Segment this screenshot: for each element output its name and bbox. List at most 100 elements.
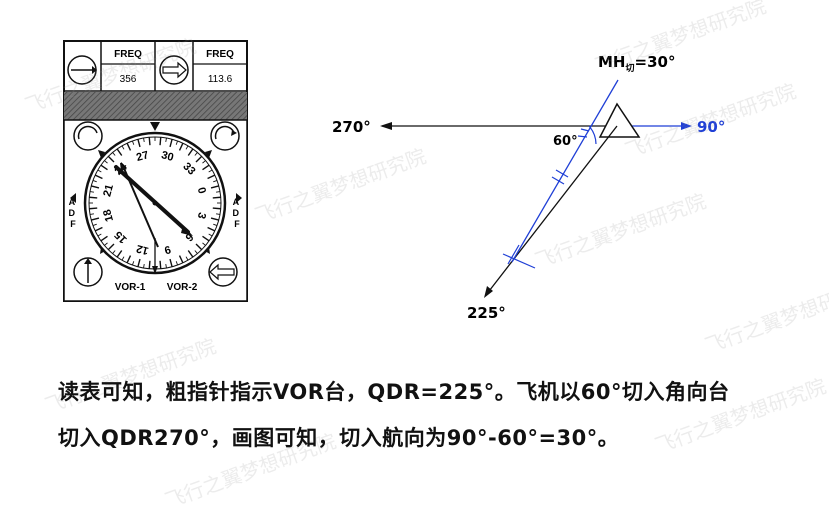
dial-tick [94,174,103,180]
label-mh: MH切=30° [598,53,675,74]
adf-left-label: A D F [68,197,77,229]
dial-tick [92,223,97,226]
dial-number: 12 [135,242,150,257]
bottom-right-knob-icon [208,257,238,287]
dial-tick [132,261,135,266]
vor2-label: VOR-2 [167,282,198,293]
dial-tick [187,250,194,258]
dial-tick [104,160,108,164]
station-triangle [598,102,641,138]
arrow-225-icon [484,286,493,298]
thin-needle [120,163,159,248]
dial-tick [89,196,98,199]
dial-tick [107,155,115,163]
label-225: 225° [467,304,506,322]
dial-tick [116,148,123,156]
dial-tick [165,263,167,269]
mh-value: =30° [635,53,676,71]
dial-tick [195,155,203,163]
freq-label-right: FREQ [206,49,234,60]
dial-number: 21 [101,183,116,198]
figure-canvas: FREQ 356 FREQ 113.6 [63,40,725,322]
dial-tick [97,169,102,173]
dial-tick [178,142,184,151]
explanation-line-1: 读表可知，粗指针指示VOR台，QDR=225°。飞机以60°切入角向台 [58,380,730,404]
dial-tick [210,217,219,221]
left-index-triangle [70,193,76,203]
mh-sub: 切 [625,63,634,74]
dial-tick [212,196,221,199]
hatched-band [64,92,247,120]
dial-tick [187,148,194,156]
dial-tick [126,142,132,151]
dial-tick [185,145,189,150]
vor-selector-icon [159,55,189,85]
dial-tick [213,180,218,183]
dial-tick [143,263,145,269]
explanation-line-2: 切入QDR270°，画图可知，切入航向为90°-60°=30°。 [58,426,620,450]
dial-tick [202,242,206,246]
dial-tick [169,139,173,148]
dial-tick [207,174,216,180]
dial-tick [94,226,103,232]
adf-right-f: F [234,219,240,229]
dial-number: 3 [195,211,208,220]
dial-tick [185,256,189,261]
vor1-label: VOR-1 [115,282,146,293]
dial-tick [97,233,102,237]
dial-tick [202,235,210,242]
dial-tick [121,145,125,150]
dial-tick [208,169,213,173]
dial-tick [215,191,221,193]
bottom-left-knob-icon [73,257,103,287]
label-angle-60: 60° [553,134,578,149]
adf-left-f: F [70,219,76,229]
adf-selector-icon [67,55,97,85]
freq-value-left: 356 [120,74,137,85]
dial-tick [159,137,162,146]
dial-tick [178,255,184,264]
label-270: 270° [332,118,371,136]
dial-tick [91,217,100,221]
dial-tick [112,152,116,156]
dial-number: 0 [195,186,208,195]
dial-tick [215,213,221,215]
dial-number: 9 [163,243,172,256]
dial-tick [194,250,198,254]
label-90: 90° [697,118,725,136]
dial-tick [112,250,116,254]
adf-left-a: A [69,197,76,207]
dial-tick [148,137,151,146]
dial-numbers: 03691215182124273033 [101,149,208,256]
dial-tick [175,261,178,266]
dial-tick [210,185,219,189]
left-upper-triangle [98,150,105,158]
top-right-knob-icon [210,121,240,151]
right-index-triangle [236,193,242,203]
dial-tick [92,180,97,183]
dial-tick [100,164,108,171]
dial-tick [100,235,108,242]
dial-tick [159,260,162,269]
dial-tick [208,233,213,237]
dial-tick [202,164,210,171]
dial-tick [132,140,135,145]
dial-tick [116,250,123,258]
dial-tick [143,137,145,143]
dial-tick [148,260,151,269]
mh-main: MH [598,53,625,71]
dial-number: 27 [135,149,150,164]
dial-tick [194,152,198,156]
dial-tick [195,243,203,251]
dial-tick [137,258,141,267]
arrow-90-icon [681,122,692,130]
dial-tick [89,191,95,193]
dial-tick [126,255,132,264]
angle-arc [588,125,597,145]
dial-tick [175,140,178,145]
freq-label-left: FREQ [114,49,142,60]
arrow-270-icon [380,122,392,130]
rmi-instrument: FREQ 356 FREQ 113.6 [63,40,248,302]
dial-tick [207,226,216,232]
adf-left-d: D [68,208,75,218]
